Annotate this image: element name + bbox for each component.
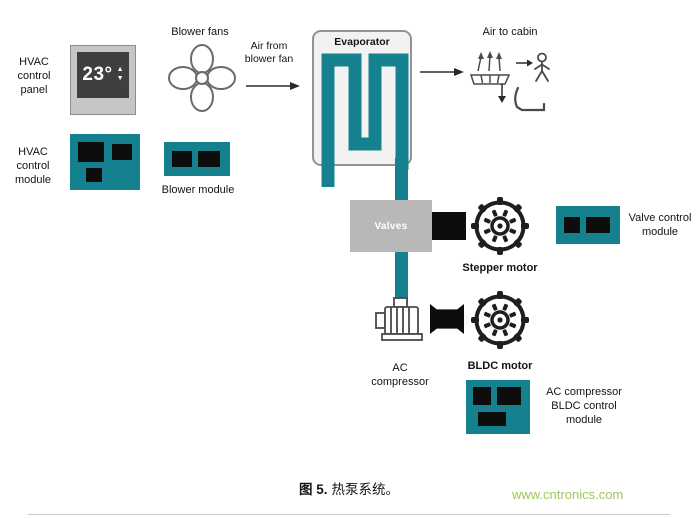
hvac-panel-label: HVAC control panel (17, 56, 51, 96)
figure-title: 热泵系统。 (331, 482, 400, 497)
ic-chip (497, 387, 521, 405)
ic-chip (172, 151, 192, 167)
motor-coupling-icon (430, 304, 464, 334)
vent-icon (464, 50, 516, 86)
arrow-right-icon (516, 58, 534, 68)
valves-box: Valves (350, 200, 432, 252)
figure-caption: 图 5.热泵系统。 (0, 478, 698, 498)
ic-chip (478, 412, 506, 426)
temp-down-icon: ▼ (116, 75, 124, 82)
ic-chip (564, 217, 580, 233)
bldc-motor-icon (468, 288, 532, 352)
bottom-divider (28, 514, 670, 515)
stepper-motor-label: Stepper motor (462, 262, 538, 274)
air-from-blower-label: Air from blower fan (244, 40, 294, 66)
blower-module-label: Blower module (161, 184, 235, 196)
temperature-display: 23° ▲ ▼ (77, 52, 129, 98)
valves-label: Valves (374, 220, 408, 232)
ic-chip (86, 168, 102, 182)
watermark-link: www.cntronics.com (512, 487, 624, 502)
temp-up-icon: ▲ (116, 66, 124, 74)
evaporator-coil-icon (321, 53, 409, 187)
stepper-motor-icon (468, 194, 532, 258)
ac-compressor-label: AC compressor (371, 362, 429, 388)
person-icon (532, 52, 552, 84)
blower-module (164, 142, 230, 176)
ic-chip (78, 142, 104, 162)
temperature-value: 23° (82, 64, 113, 85)
arrow-right-icon (420, 66, 466, 78)
blower-fan-icon (166, 42, 238, 114)
valve-module-label: Valve control module (628, 212, 692, 238)
valve-shaft-icon (432, 212, 466, 240)
hvac-control-panel: 23° ▲ ▼ (70, 45, 136, 115)
hvac-module-label: HVAC control module (14, 146, 52, 186)
ac-bldc-module-label: AC compressor BLDC control module (546, 386, 622, 426)
seat-icon (508, 86, 550, 114)
ac-bldc-control-module (466, 380, 530, 434)
bldc-motor-label: BLDC motor (467, 360, 533, 372)
ic-chip (112, 144, 132, 160)
ic-chip (473, 387, 491, 405)
ac-compressor-icon (372, 294, 428, 346)
arrow-right-icon (246, 80, 302, 92)
ic-chip (586, 217, 610, 233)
arrow-down-icon (496, 84, 508, 104)
blower-fans-label: Blower fans (171, 26, 229, 38)
figure-number: 图 5. (298, 482, 328, 497)
ic-chip (198, 151, 220, 167)
hvac-control-module (70, 134, 140, 190)
evaporator-label: Evaporator (334, 36, 390, 48)
valve-control-module (556, 206, 620, 244)
air-to-cabin-label: Air to cabin (482, 26, 538, 38)
